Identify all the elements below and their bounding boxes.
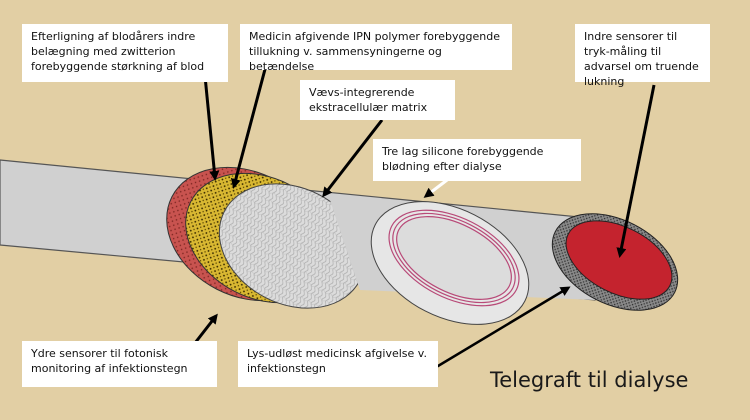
pressure-sensor (565, 220, 673, 300)
label-pressure-sensors: Indre sensorer til tryk-måling til advar… (575, 24, 710, 88)
diagram-title: Telegraft til dialyse (490, 368, 689, 392)
label-silicone: Tre lag silicone forebyggende blødning e… (373, 139, 581, 181)
label-ipn-polymer: Medicin afgivende IPN polymer forebyggen… (240, 24, 512, 73)
arrow-lys (427, 286, 571, 374)
silicone-ring-layer-3 (396, 216, 512, 300)
silicone-ring-layer-2 (392, 212, 516, 304)
arrow-sensor (616, 84, 656, 258)
label-photonic-sensors: Ydre sensorer til fotonisk monitoring af… (22, 341, 217, 387)
silicone-ring-layer-1 (388, 209, 520, 307)
arrow-zwitterion (203, 75, 220, 181)
label-zwitterion: Efterligning af blodårers indre belægnin… (22, 24, 228, 82)
arrow-ipn (230, 57, 270, 189)
label-ecm: Vævs-integrerende ekstracellulær matrix (300, 80, 455, 120)
label-light-release: Lys-udløst medicinsk afgivelse v. infekt… (238, 341, 438, 387)
arrow-ecm (322, 119, 384, 198)
